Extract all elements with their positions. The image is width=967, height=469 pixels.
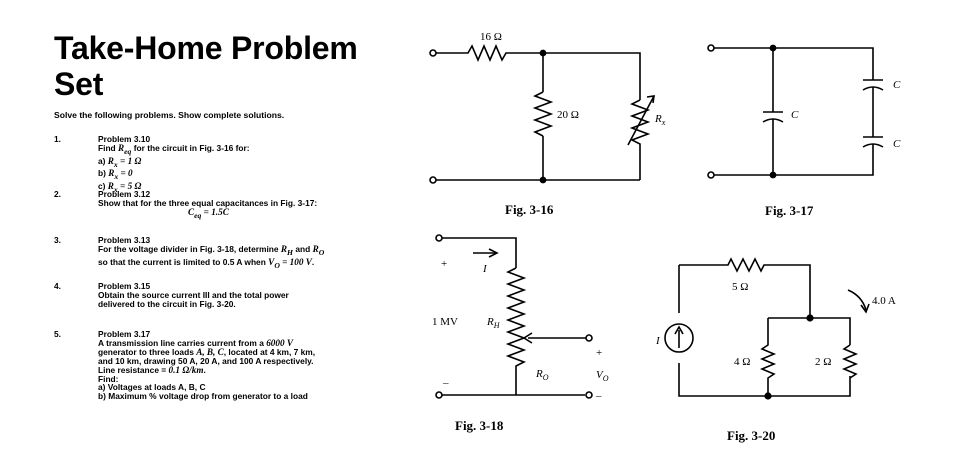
label-vo: VO bbox=[596, 369, 609, 383]
current-arrowhead bbox=[488, 248, 499, 258]
node-dot bbox=[806, 314, 814, 322]
resistor-rx bbox=[629, 99, 651, 180]
problem-number: 3. bbox=[54, 235, 61, 245]
equation: Ceq = 1.5C bbox=[188, 206, 229, 220]
label-rh: RH bbox=[486, 316, 501, 330]
resistor-5ohm bbox=[679, 257, 811, 318]
label-20ohm: 20 Ω bbox=[557, 109, 579, 121]
terminal-vo-minus bbox=[585, 391, 593, 399]
problem-text: Show that for the three equal capacitanc… bbox=[98, 197, 318, 208]
current-4a-arrow bbox=[847, 289, 867, 311]
wire-bottom bbox=[714, 144, 874, 176]
source-arrowhead bbox=[674, 325, 684, 335]
node-dot bbox=[764, 392, 772, 400]
page-title: Take-Home Problem Set bbox=[54, 30, 358, 102]
label-rx: Rx bbox=[654, 113, 666, 127]
problem-part: b) Maximum % voltage drop from generator… bbox=[98, 391, 308, 402]
resistor-16ohm bbox=[436, 43, 641, 100]
problem-text: A transmission line carries current from… bbox=[98, 337, 293, 348]
label-plus-right: + bbox=[596, 347, 602, 359]
terminal-top bbox=[707, 44, 715, 52]
terminal-top bbox=[429, 49, 437, 57]
problem-text: so that the current is limited to 0.5 A … bbox=[98, 256, 315, 270]
label-4a: 4.0 A bbox=[872, 295, 896, 307]
variable-arrow bbox=[627, 95, 655, 146]
problem-text: Line resistance = 0.1 Ω/km. bbox=[98, 364, 206, 375]
problem-text: Find: bbox=[98, 373, 119, 384]
problem-heading: Problem 3.10 bbox=[98, 134, 151, 144]
wire-bottom bbox=[678, 363, 851, 397]
label-minus-right: – bbox=[595, 390, 602, 402]
problem-number: 4. bbox=[54, 281, 61, 291]
node-dot bbox=[769, 44, 777, 52]
problem-text: For the voltage divider in Fig. 3-18, de… bbox=[98, 243, 325, 257]
instructions: Solve the following problems. Show compl… bbox=[54, 110, 285, 120]
problem-text: generator to three loads A, B, C, locate… bbox=[98, 346, 316, 357]
caption-fig-3-17: Fig. 3-17 bbox=[765, 203, 814, 218]
fig-3-20-circuit bbox=[664, 257, 870, 397]
caption-fig-3-18: Fig. 3-18 bbox=[455, 418, 504, 433]
resistor-4ohm bbox=[759, 318, 777, 396]
label-ro: RO bbox=[535, 368, 549, 382]
divider-resistor bbox=[505, 267, 527, 395]
problem-2: 2. Problem 3.12 Show that for the three … bbox=[54, 190, 384, 221]
wire-top bbox=[442, 237, 517, 268]
node-dot bbox=[539, 49, 547, 57]
terminal-top bbox=[435, 234, 443, 242]
terminal-bottom bbox=[429, 176, 437, 184]
node-dot bbox=[769, 171, 777, 179]
problem-number: 2. bbox=[54, 189, 61, 199]
fig-3-18-circuit bbox=[435, 234, 593, 399]
terminal-bottom bbox=[707, 171, 715, 179]
label-current-i: I bbox=[482, 263, 488, 275]
fig-3-17-circuit bbox=[707, 44, 884, 179]
problem-text: and 10 km, drawing 50 A, 20 A, and 100 A… bbox=[98, 355, 314, 366]
problem-text: Find Req for the circuit in Fig. 3-16 fo… bbox=[98, 142, 250, 156]
label-c2: C bbox=[893, 79, 901, 91]
wire bbox=[768, 317, 851, 345]
label-5ohm: 5 Ω bbox=[732, 281, 748, 293]
caption-fig-3-16: Fig. 3-16 bbox=[505, 202, 554, 217]
problem-text: Obtain the source current III and the to… bbox=[98, 289, 289, 300]
arrowhead bbox=[646, 95, 655, 104]
label-2ohm: 2 Ω bbox=[815, 356, 831, 368]
current-4a-arrowhead bbox=[860, 303, 870, 314]
problem-number: 5. bbox=[54, 329, 61, 339]
problem-4: 4. Problem 3.15 Obtain the source curren… bbox=[54, 282, 384, 309]
current-source bbox=[664, 323, 694, 353]
resistor-20ohm bbox=[532, 91, 554, 137]
fig-3-16-circuit bbox=[429, 43, 655, 184]
problem-part: b) Rx = 0 bbox=[98, 168, 133, 182]
problem-heading: Problem 3.12 bbox=[98, 189, 151, 199]
label-4ohm: 4 Ω bbox=[734, 356, 750, 368]
problem-5: 5. Problem 3.17 A transmission line carr… bbox=[54, 330, 384, 401]
label-1mv: 1 MV bbox=[432, 316, 458, 328]
wire-top bbox=[714, 47, 874, 80]
label-c3: C bbox=[893, 138, 901, 150]
problem-part: a) Voltages at loads A, B, C bbox=[98, 382, 206, 393]
problem-3: 3. Problem 3.13 For the voltage divider … bbox=[54, 236, 384, 270]
label-minus-left: – bbox=[442, 377, 449, 389]
terminal-bottom bbox=[435, 391, 443, 399]
node-dot bbox=[539, 176, 547, 184]
problem-1: 1. Problem 3.10 Find Req for the circuit… bbox=[54, 135, 384, 195]
label-16ohm: 16 Ω bbox=[480, 31, 502, 43]
label-source-i: I bbox=[655, 335, 661, 347]
terminal-vo-plus bbox=[585, 334, 593, 342]
wiper-arrow bbox=[522, 332, 533, 344]
problem-text: delivered to the circuit in Fig. 3-20. bbox=[98, 298, 236, 309]
problem-number: 1. bbox=[54, 134, 61, 144]
problem-part: c) Rx = 5 Ω bbox=[98, 181, 142, 194]
label-plus-left: + bbox=[441, 258, 447, 270]
caption-fig-3-20: Fig. 3-20 bbox=[727, 428, 775, 443]
problem-heading: Problem 3.13 bbox=[98, 235, 151, 245]
resistor-2ohm bbox=[841, 344, 859, 379]
problem-heading: Problem 3.17 bbox=[98, 329, 151, 339]
problem-part: a) Rx = 1 Ω bbox=[98, 155, 142, 169]
label-c1: C bbox=[791, 109, 799, 121]
problem-heading: Problem 3.15 bbox=[98, 281, 151, 291]
